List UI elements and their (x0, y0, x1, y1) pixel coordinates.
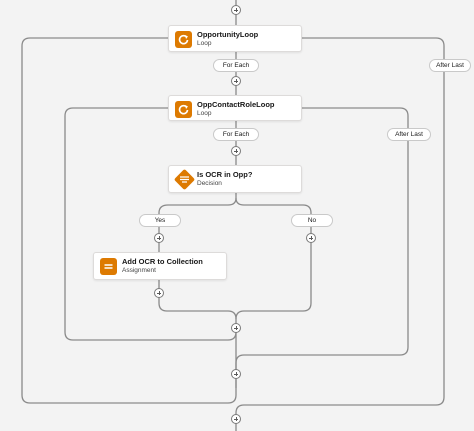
after-last-connector-label[interactable]: After Last (387, 128, 431, 141)
add-element-button[interactable] (154, 288, 164, 298)
for-each-connector-label[interactable]: For Each (213, 59, 259, 72)
opp-contact-role-loop-node[interactable]: OppContactRoleLoop Loop (168, 95, 302, 121)
add-element-button[interactable] (231, 323, 241, 333)
add-element-button[interactable] (231, 76, 241, 86)
loop-icon (175, 101, 192, 118)
decision-icon (173, 168, 196, 191)
node-type: Decision (197, 180, 222, 187)
add-element-button[interactable] (231, 414, 241, 424)
decision-node[interactable]: Is OCR in Opp? Decision (168, 165, 302, 193)
add-element-button[interactable] (231, 146, 241, 156)
assignment-node[interactable]: Add OCR to Collection Assignment (93, 252, 227, 280)
node-title: OppContactRoleLoop (197, 100, 275, 109)
node-title: OpportunityLoop (197, 30, 259, 39)
assignment-icon (100, 258, 117, 275)
add-element-button[interactable] (231, 369, 241, 379)
yes-outcome-label[interactable]: Yes (139, 214, 181, 227)
add-element-button[interactable] (306, 233, 316, 243)
for-each-connector-label[interactable]: For Each (213, 128, 259, 141)
loop-icon (175, 31, 192, 48)
no-outcome-label[interactable]: No (291, 214, 333, 227)
opportunity-loop-node[interactable]: OpportunityLoop Loop (168, 25, 302, 52)
add-element-button[interactable] (231, 5, 241, 15)
after-last-connector-label[interactable]: After Last (429, 59, 471, 72)
node-title: Is OCR in Opp? (197, 170, 253, 179)
node-type: Assignment (122, 267, 156, 274)
node-type: Loop (197, 110, 212, 117)
node-title: Add OCR to Collection (122, 257, 203, 266)
add-element-button[interactable] (154, 233, 164, 243)
node-type: Loop (197, 40, 212, 47)
